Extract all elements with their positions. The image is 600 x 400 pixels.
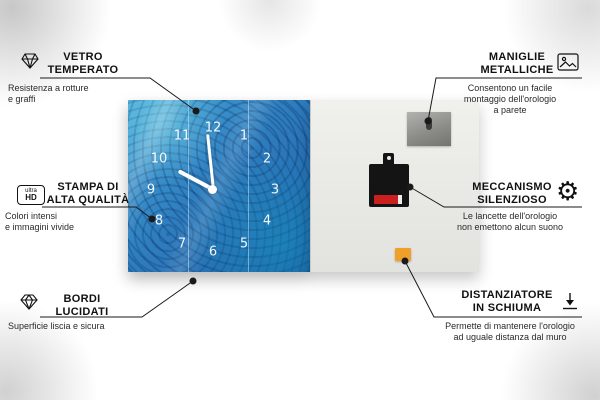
clock-number: 7	[177, 236, 187, 252]
callout-desc-meccanismo: Le lancette dell'orologio non emettono a…	[456, 211, 564, 232]
callout-desc-stampa: Colori intensi e immagini vivide	[5, 211, 75, 232]
clock-number: 2	[262, 151, 272, 167]
arrow-down-icon	[560, 291, 580, 316]
clock-number: 10	[150, 151, 168, 167]
callout-desc-distanziatore: Permette di mantenere l'orologio ad ugua…	[445, 321, 575, 342]
callout-title-meccanismo: MECCANISMO SILENZIOSO	[472, 181, 552, 206]
callout-title-distanziatore: DISTANZIATORE IN SCHIUMA	[461, 289, 553, 314]
mechanism-hook	[383, 153, 394, 166]
clock-number: 8	[154, 213, 164, 229]
clock-number: 3	[270, 182, 280, 198]
callout-title-maniglie: MANIGLIE METALLICHE	[480, 51, 554, 76]
connector-dot	[189, 277, 197, 285]
callout-title-vetro: VETRO TEMPERATO	[47, 51, 119, 76]
callout-desc-maniglie: Consentono un facile montaggio dell'orol…	[463, 83, 557, 115]
clock-number: 6	[208, 244, 218, 260]
callout-desc-bordi: Superficie liscia e sicura	[8, 321, 105, 331]
clock-number: 9	[146, 182, 156, 198]
hanger-slot	[426, 117, 432, 130]
clock-number: 12	[204, 120, 222, 136]
clock-number: 5	[239, 236, 249, 252]
diamond-icon	[21, 53, 39, 74]
clock-mechanism	[369, 153, 409, 207]
clock-number: 11	[173, 128, 191, 144]
battery	[374, 195, 402, 204]
callout-title-bordi: BORDI LUCIDATI	[55, 293, 109, 318]
glass-panel-seam	[188, 100, 190, 272]
clock-back-image	[310, 100, 479, 272]
callout-desc-vetro: Resistenza a rotture e graffi	[8, 83, 89, 104]
gear-icon: ⚙	[556, 176, 580, 206]
glass-panel-seam	[248, 100, 250, 272]
ultra-hd-icon: ultra HD	[17, 185, 45, 205]
minute-hand	[205, 134, 215, 191]
metal-hanger-plate	[407, 112, 451, 146]
gem-icon	[20, 294, 38, 315]
clock-number: 4	[262, 213, 272, 229]
clock-number: 1	[239, 128, 249, 144]
picture-frame-icon	[557, 53, 579, 76]
callout-title-stampa: STAMPA DI ALTA QUALITÀ	[46, 181, 130, 206]
foam-spacer	[395, 248, 411, 261]
clock-front-image: 1 2 3 4 5 6 7 8 9 10 11 12	[128, 100, 310, 272]
clock-center-cap	[208, 185, 217, 194]
